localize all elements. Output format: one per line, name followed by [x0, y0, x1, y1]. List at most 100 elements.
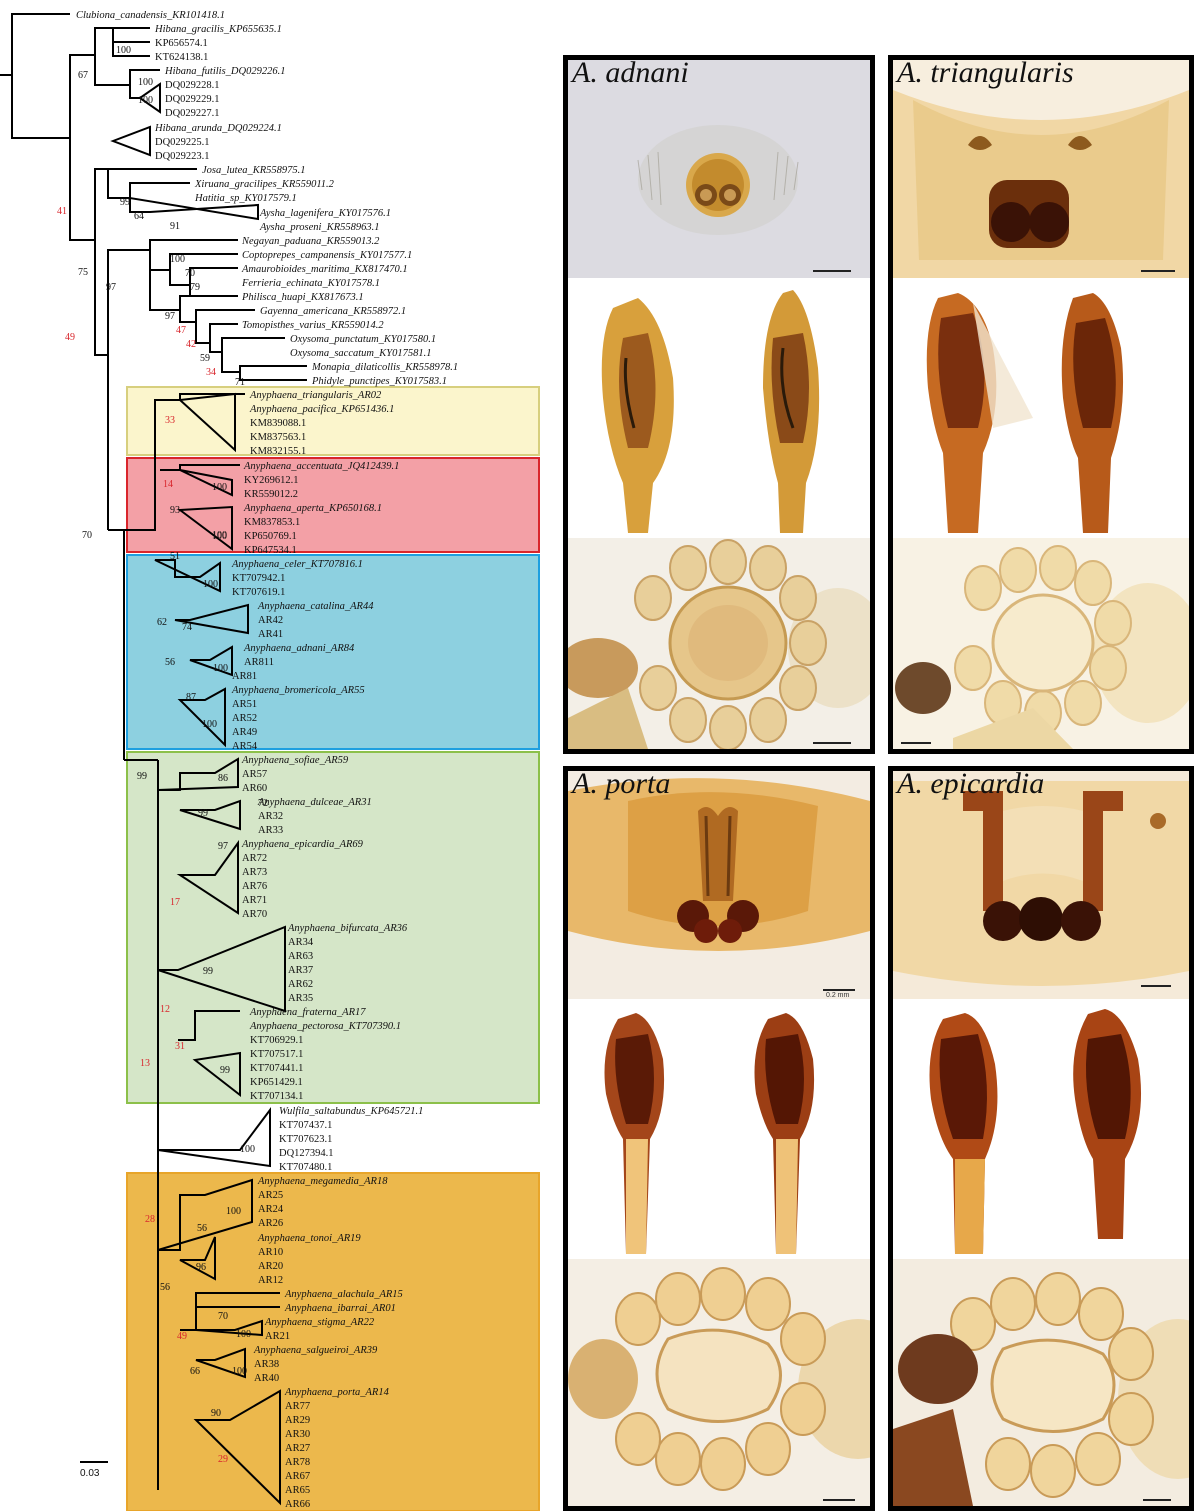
tip-label: KT707619.1: [232, 587, 285, 598]
tip-label: AR21: [265, 1331, 290, 1342]
tip-label: AR29: [285, 1415, 310, 1426]
tip-label: Gayenna_americana_KR558972.1: [260, 306, 406, 317]
tip-label: Aysha_proseni_KR558963.1: [259, 222, 379, 233]
sternum-photo: [568, 538, 870, 749]
tip-label: DQ127394.1: [279, 1148, 334, 1159]
support-value: 75: [78, 267, 88, 278]
tip-label: AR811: [244, 657, 274, 668]
tip-label: Aysha_lagenifera_KY017576.1: [259, 208, 391, 219]
support-value: 29: [218, 1454, 228, 1465]
tip-label: DQ029229.1: [165, 94, 220, 105]
tip-label: AR12: [258, 1275, 283, 1286]
tree-branch: [108, 530, 124, 760]
tip-label: AR38: [254, 1359, 279, 1370]
support-value: 33: [165, 415, 175, 426]
tip-label: AR32: [258, 811, 283, 822]
support-value: 87: [186, 692, 196, 703]
tip-label: KR559012.2: [244, 489, 298, 500]
tip-label: AR73: [242, 867, 267, 878]
tip-label: Hatitia_sp_KY017579.1: [194, 193, 297, 204]
support-value: 56: [160, 1282, 170, 1293]
tip-label: Amaurobioides_maritima_KX817470.1: [241, 264, 408, 275]
support-value: 49: [177, 1331, 187, 1342]
tip-label: AR54: [232, 741, 258, 752]
support-value: 62: [157, 617, 167, 628]
tip-label: Oxysoma_saccatum_KY017581.1: [290, 348, 431, 359]
support-value: 97: [218, 841, 228, 852]
support-value: 12: [160, 1004, 170, 1015]
panel-title: A. epicardia: [897, 767, 1044, 801]
tip-label: AR70: [242, 909, 267, 920]
support-value: 79: [190, 282, 200, 293]
support-value: 28: [145, 1214, 155, 1225]
tip-label: AR33: [258, 825, 283, 836]
tip-label: KP647534.1: [244, 545, 297, 556]
tip-label: Anyphaena_accentuata_JQ412439.1: [243, 461, 399, 472]
tip-label: Phidyle_punctipes_KY017583.1: [311, 376, 447, 387]
tip-label: Hibana_futilis_DQ029226.1: [164, 66, 285, 77]
palp-photo: [893, 278, 1189, 538]
tip-label: AR34: [288, 937, 314, 948]
panel-title: A. triangularis: [897, 56, 1074, 90]
tip-label: KY269612.1: [244, 475, 299, 486]
support-value: 99: [137, 771, 147, 782]
support-value: 70: [218, 1311, 228, 1322]
tip-label: Wulfila_saltabundus_KP645721.1: [279, 1106, 423, 1117]
support-value: 59: [200, 353, 210, 364]
support-value: 100: [212, 482, 227, 493]
tip-label: Anyphaena_bromericola_AR55: [231, 685, 365, 696]
support-value: 97: [165, 311, 175, 322]
tip-label: Anyphaena_stigma_AR22: [264, 1317, 375, 1328]
tip-label: AR35: [288, 993, 313, 1004]
tip-label: DQ029227.1: [165, 108, 220, 119]
tip-label: AR40: [254, 1373, 279, 1384]
support-value: 17: [170, 897, 180, 908]
support-value: 100: [212, 531, 227, 542]
tip-label: Anyphaena_triangularis_AR02: [249, 390, 382, 401]
tip-label: Anyphaena_megamedia_AR18: [257, 1176, 388, 1187]
support-value: 42: [186, 339, 196, 350]
tip-label: AR24: [258, 1204, 284, 1215]
epigynum-photo: [568, 60, 870, 278]
tip-label: KM837853.1: [244, 517, 300, 528]
tip-label: KM839088.1: [250, 418, 306, 429]
panel-porta: A. porta 0.2 mm: [563, 766, 875, 1511]
tip-label: AR49: [232, 727, 257, 738]
tip-label: AR52: [232, 713, 257, 724]
tip-label: Monapia_dilaticollis_KR558978.1: [311, 362, 458, 373]
tip-label: Anyphaena_pectorosa_KT707390.1: [249, 1021, 401, 1032]
tip-label: AR81: [232, 671, 257, 682]
tip-label: KT707441.1: [250, 1063, 303, 1074]
tip-label: DQ029223.1: [155, 151, 210, 162]
tip-label: DQ029225.1: [155, 137, 210, 148]
tip-label: Anyphaena_catalina_AR44: [257, 601, 374, 612]
tip-label: Ferrieria_echinata_KY017578.1: [241, 278, 380, 289]
support-value: 100: [213, 663, 228, 674]
sternum-photo: [568, 1259, 870, 1506]
support-value: 99: [203, 966, 213, 977]
support-value: 86: [218, 773, 228, 784]
tip-label: AR30: [285, 1429, 310, 1440]
support-value: 100: [116, 45, 131, 56]
support-value: 41: [57, 206, 67, 217]
tip-label: AR26: [258, 1218, 283, 1229]
sternum-photo: [893, 538, 1189, 749]
tip-label: AR72: [242, 853, 267, 864]
panel-adnani: A. adnani: [563, 55, 875, 754]
tip-label: Anyphaena_celer_KT707816.1: [231, 559, 363, 570]
tip-label: DQ029228.1: [165, 80, 220, 91]
tip-label: AR66: [285, 1499, 310, 1510]
tree-branch: [12, 14, 70, 138]
tip-label: AR42: [258, 615, 283, 626]
support-value: 100: [138, 95, 153, 106]
tip-label: Anyphaena_adnani_AR84: [243, 643, 355, 654]
tip-label: Coptoprepes_campanensis_KY017577.1: [242, 250, 412, 261]
support-value: 100: [240, 1144, 255, 1155]
tip-label: Anyphaena_porta_AR14: [284, 1387, 390, 1398]
support-value: 100: [236, 1329, 251, 1340]
support-value: 100: [226, 1206, 241, 1217]
tip-label: Hibana_gracilis_KP655635.1: [154, 24, 282, 35]
support-value: 56: [165, 657, 175, 668]
tree-branch: [113, 127, 150, 155]
support-value: 100: [202, 719, 217, 730]
